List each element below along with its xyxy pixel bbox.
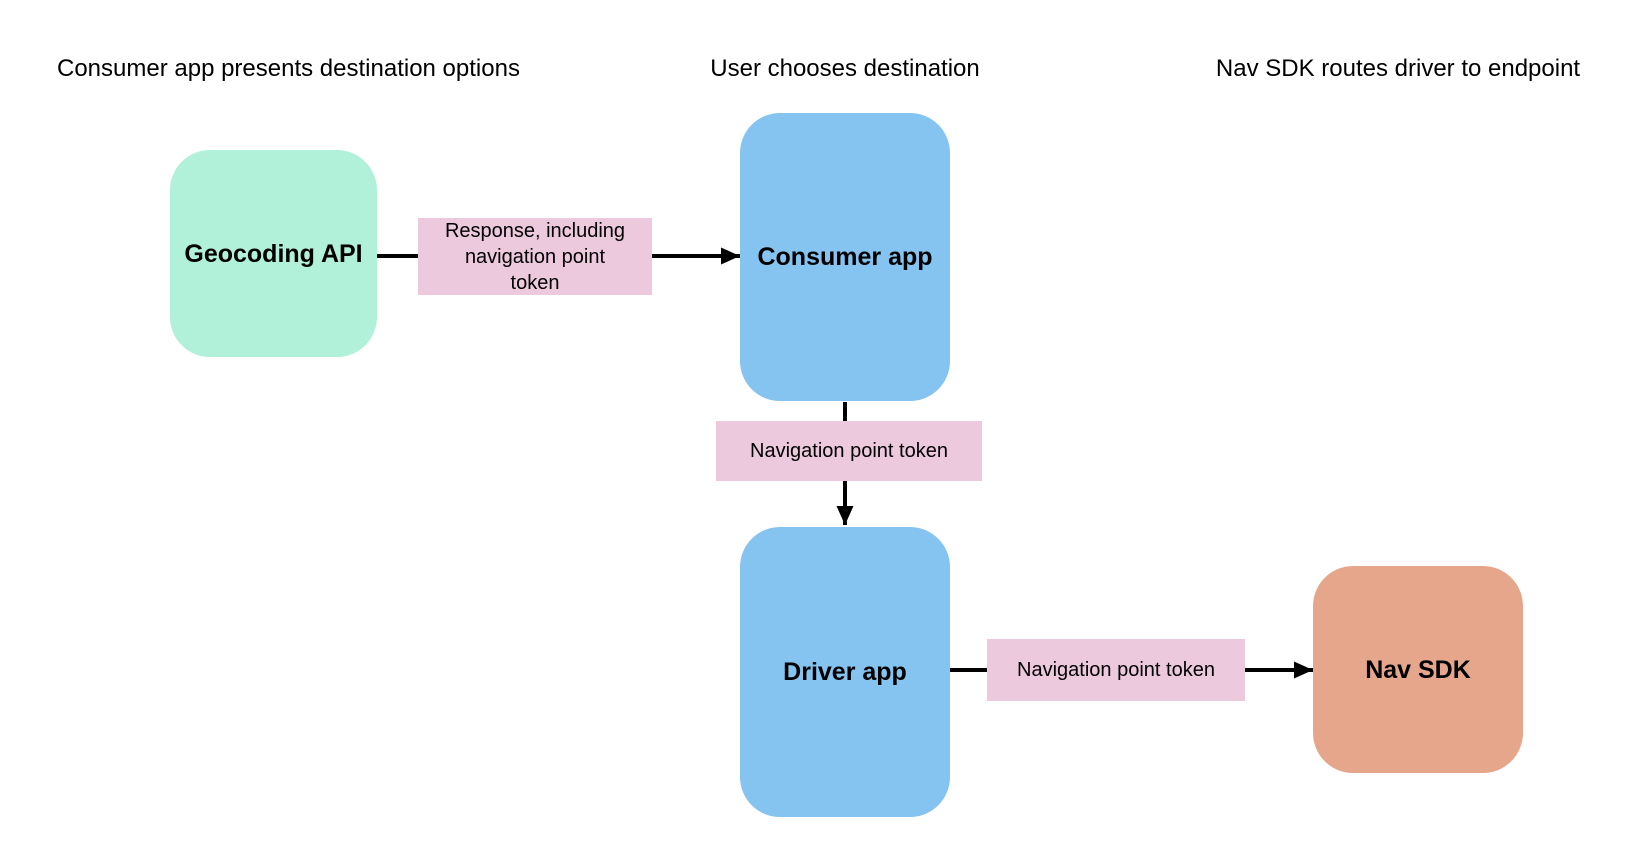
node-nav-sdk: Nav SDK	[1313, 566, 1523, 773]
column-header-nav-sdk-routes: Nav SDK routes driver to endpoint	[1215, 55, 1581, 82]
node-nav-sdk-label: Nav SDK	[1365, 655, 1471, 684]
edge-label-navigation-point-token-1: Navigation point token	[716, 421, 982, 481]
edge-label-response-including-token: Response, including navigation point tok…	[418, 218, 652, 295]
edge-label-navigation-point-token-2: Navigation point token	[987, 639, 1245, 701]
node-driver-app: Driver app	[740, 527, 950, 817]
node-geocoding-api: Geocoding API	[170, 150, 377, 357]
node-driver-app-label: Driver app	[783, 658, 907, 686]
column-header-consumer-presents: Consumer app presents destination option…	[57, 55, 520, 82]
node-geocoding-api-label: Geocoding API	[184, 239, 363, 268]
column-header-user-chooses: User chooses destination	[710, 55, 980, 82]
node-consumer-app: Consumer app	[740, 113, 950, 401]
node-consumer-app-label: Consumer app	[757, 243, 933, 271]
